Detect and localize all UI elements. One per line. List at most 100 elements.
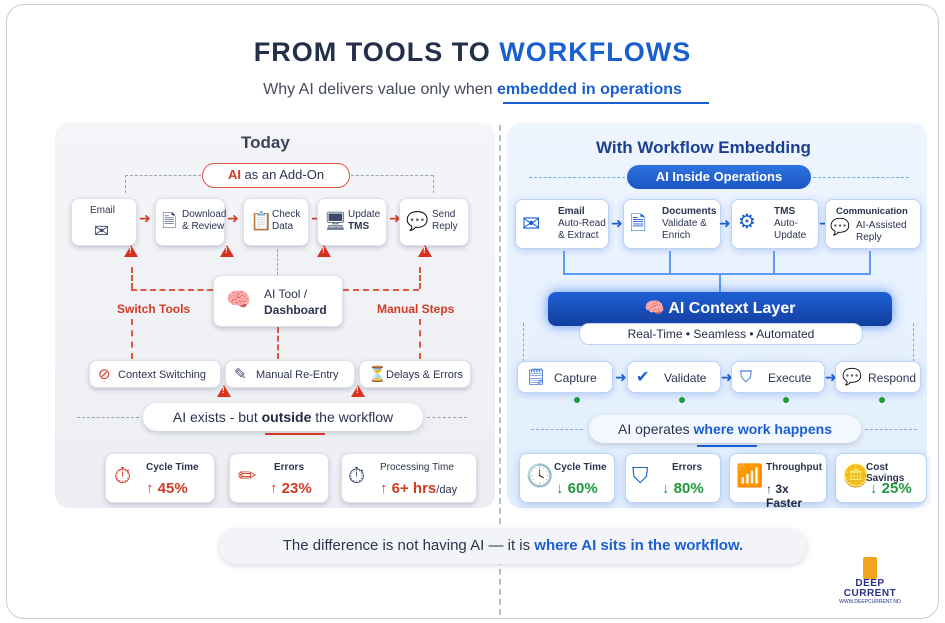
- pencil-icon: ✏: [238, 463, 257, 488]
- infographic-frame: FROM TOOLS TO WORKFLOWS Why AI delivers …: [6, 4, 939, 619]
- connector: [865, 429, 917, 430]
- metric-cycle-time-embedded: 🕓 Cycle Time ↓ 60%: [519, 453, 615, 503]
- connector: [427, 417, 467, 418]
- status-dot: [783, 397, 789, 403]
- metric-errors-embedded: ⛉ Errors ↓ 80%: [625, 453, 721, 503]
- ai-context-layer: 🧠 AI Context Layer: [548, 292, 892, 326]
- status-dot: [574, 397, 580, 403]
- warning-icon: !: [217, 385, 231, 397]
- pill-text: as an Add-On: [240, 167, 325, 182]
- tool-line: Dashboard: [264, 303, 327, 317]
- step-download-card: 🗎 Download& Review: [155, 198, 226, 246]
- issue-label: Context Switching: [118, 369, 207, 381]
- document-icon: 🗎: [630, 213, 647, 235]
- computer-icon: 🖥: [324, 211, 347, 231]
- metric-processing-time: ⏱ Processing Time ↑ 6+ hrs/day: [341, 453, 477, 503]
- metric-value: ↑ 23%: [270, 480, 312, 497]
- metric-unit: /day: [436, 484, 458, 496]
- connector: [813, 177, 909, 178]
- metric-label: Processing Time: [380, 462, 454, 473]
- flow-label: Respond: [868, 371, 917, 385]
- system-title: Documents: [662, 206, 717, 217]
- brand-url: WWW.DEEPCURRENT.NO: [839, 599, 901, 605]
- flow-execute: ⛉ Execute: [731, 361, 825, 393]
- system-line: & Extract: [558, 230, 599, 241]
- connector: [125, 175, 201, 176]
- system-line: Validate &: [662, 218, 707, 229]
- connector: [529, 177, 625, 178]
- metric-throughput: 📶 Throughput ↑ 3x Faster: [729, 453, 827, 510]
- switch-tools-label: Switch Tools: [117, 302, 191, 316]
- flow-validate: ✔ Validate: [627, 361, 721, 393]
- system-title: Email: [558, 206, 585, 217]
- connector: [77, 417, 139, 418]
- flow-label: Validate: [664, 371, 707, 385]
- connector: [277, 327, 279, 359]
- callout-underline: [265, 433, 325, 435]
- warning-icon: !: [418, 245, 432, 257]
- envelope-icon: ✉: [94, 221, 110, 241]
- conclusion-text: The difference is not having AI — it is: [282, 537, 535, 554]
- step-line: Send: [432, 209, 456, 220]
- ai-tool-label: AI Tool /Dashboard: [264, 286, 327, 318]
- connector: [433, 175, 434, 193]
- warning-icon: !: [317, 245, 331, 257]
- status-dot: [679, 397, 685, 403]
- step-line: Update: [348, 209, 381, 220]
- title-highlight: WORKFLOWS: [499, 37, 692, 67]
- metric-label: Throughput: [766, 462, 823, 473]
- status-dot: [879, 397, 885, 403]
- connector: [523, 323, 524, 367]
- arrow-right-icon: ➜: [721, 369, 733, 385]
- metric-errors: ✏ Errors ↑ 23%: [229, 453, 329, 503]
- system-line: Auto-: [774, 218, 798, 229]
- metric-number: ↑ 6+ hrs: [380, 480, 437, 497]
- system-line: Reply: [856, 232, 882, 243]
- clipboard-icon: 📋: [250, 211, 273, 231]
- context-layer-label: AI Context Layer: [668, 300, 796, 317]
- flow-capture: 🗒 Capture: [517, 361, 613, 393]
- warning-icon: !: [351, 385, 365, 397]
- step-line: Download: [182, 209, 227, 220]
- chat-icon: 💬: [842, 369, 862, 386]
- inside-operations-pill: AI Inside Operations: [627, 165, 811, 189]
- connector: [419, 319, 421, 359]
- arrow-right-icon: ➜: [311, 210, 323, 227]
- panel-divider: [499, 125, 501, 615]
- stopwatch-icon: ⏱: [348, 463, 366, 488]
- arrow-right-icon: ➜: [719, 215, 731, 231]
- system-label: Communication: [836, 206, 908, 218]
- shield-check-icon: ⛉: [632, 463, 649, 488]
- metric-label: Cycle Time: [554, 462, 607, 473]
- connector: [913, 323, 914, 367]
- arrow-right-icon: ➜: [611, 215, 623, 231]
- subtitle-highlight: embedded in operations: [496, 81, 682, 98]
- today-title: Today: [241, 133, 290, 152]
- subtitle-part: Why AI delivers value only when: [263, 81, 497, 98]
- step-label: Download& Review: [182, 209, 226, 233]
- connector: [869, 251, 871, 273]
- flow-label: Capture: [554, 371, 597, 385]
- step-line: Check: [272, 209, 301, 220]
- system-line: Enrich: [662, 230, 691, 241]
- pen-icon: ✎: [234, 366, 247, 383]
- connector: [563, 251, 565, 273]
- arrow-right-icon: ➜: [389, 210, 401, 226]
- connector: [125, 175, 126, 193]
- issue-manual-reentry: ✎ Manual Re-Entry: [225, 360, 355, 388]
- step-email-card: Email ✉: [71, 198, 137, 246]
- callout-underline: [697, 445, 757, 447]
- flow-label: Execute: [768, 371, 812, 385]
- system-line: Auto-Read: [558, 218, 606, 229]
- prohibited-icon: ⊘: [98, 366, 111, 383]
